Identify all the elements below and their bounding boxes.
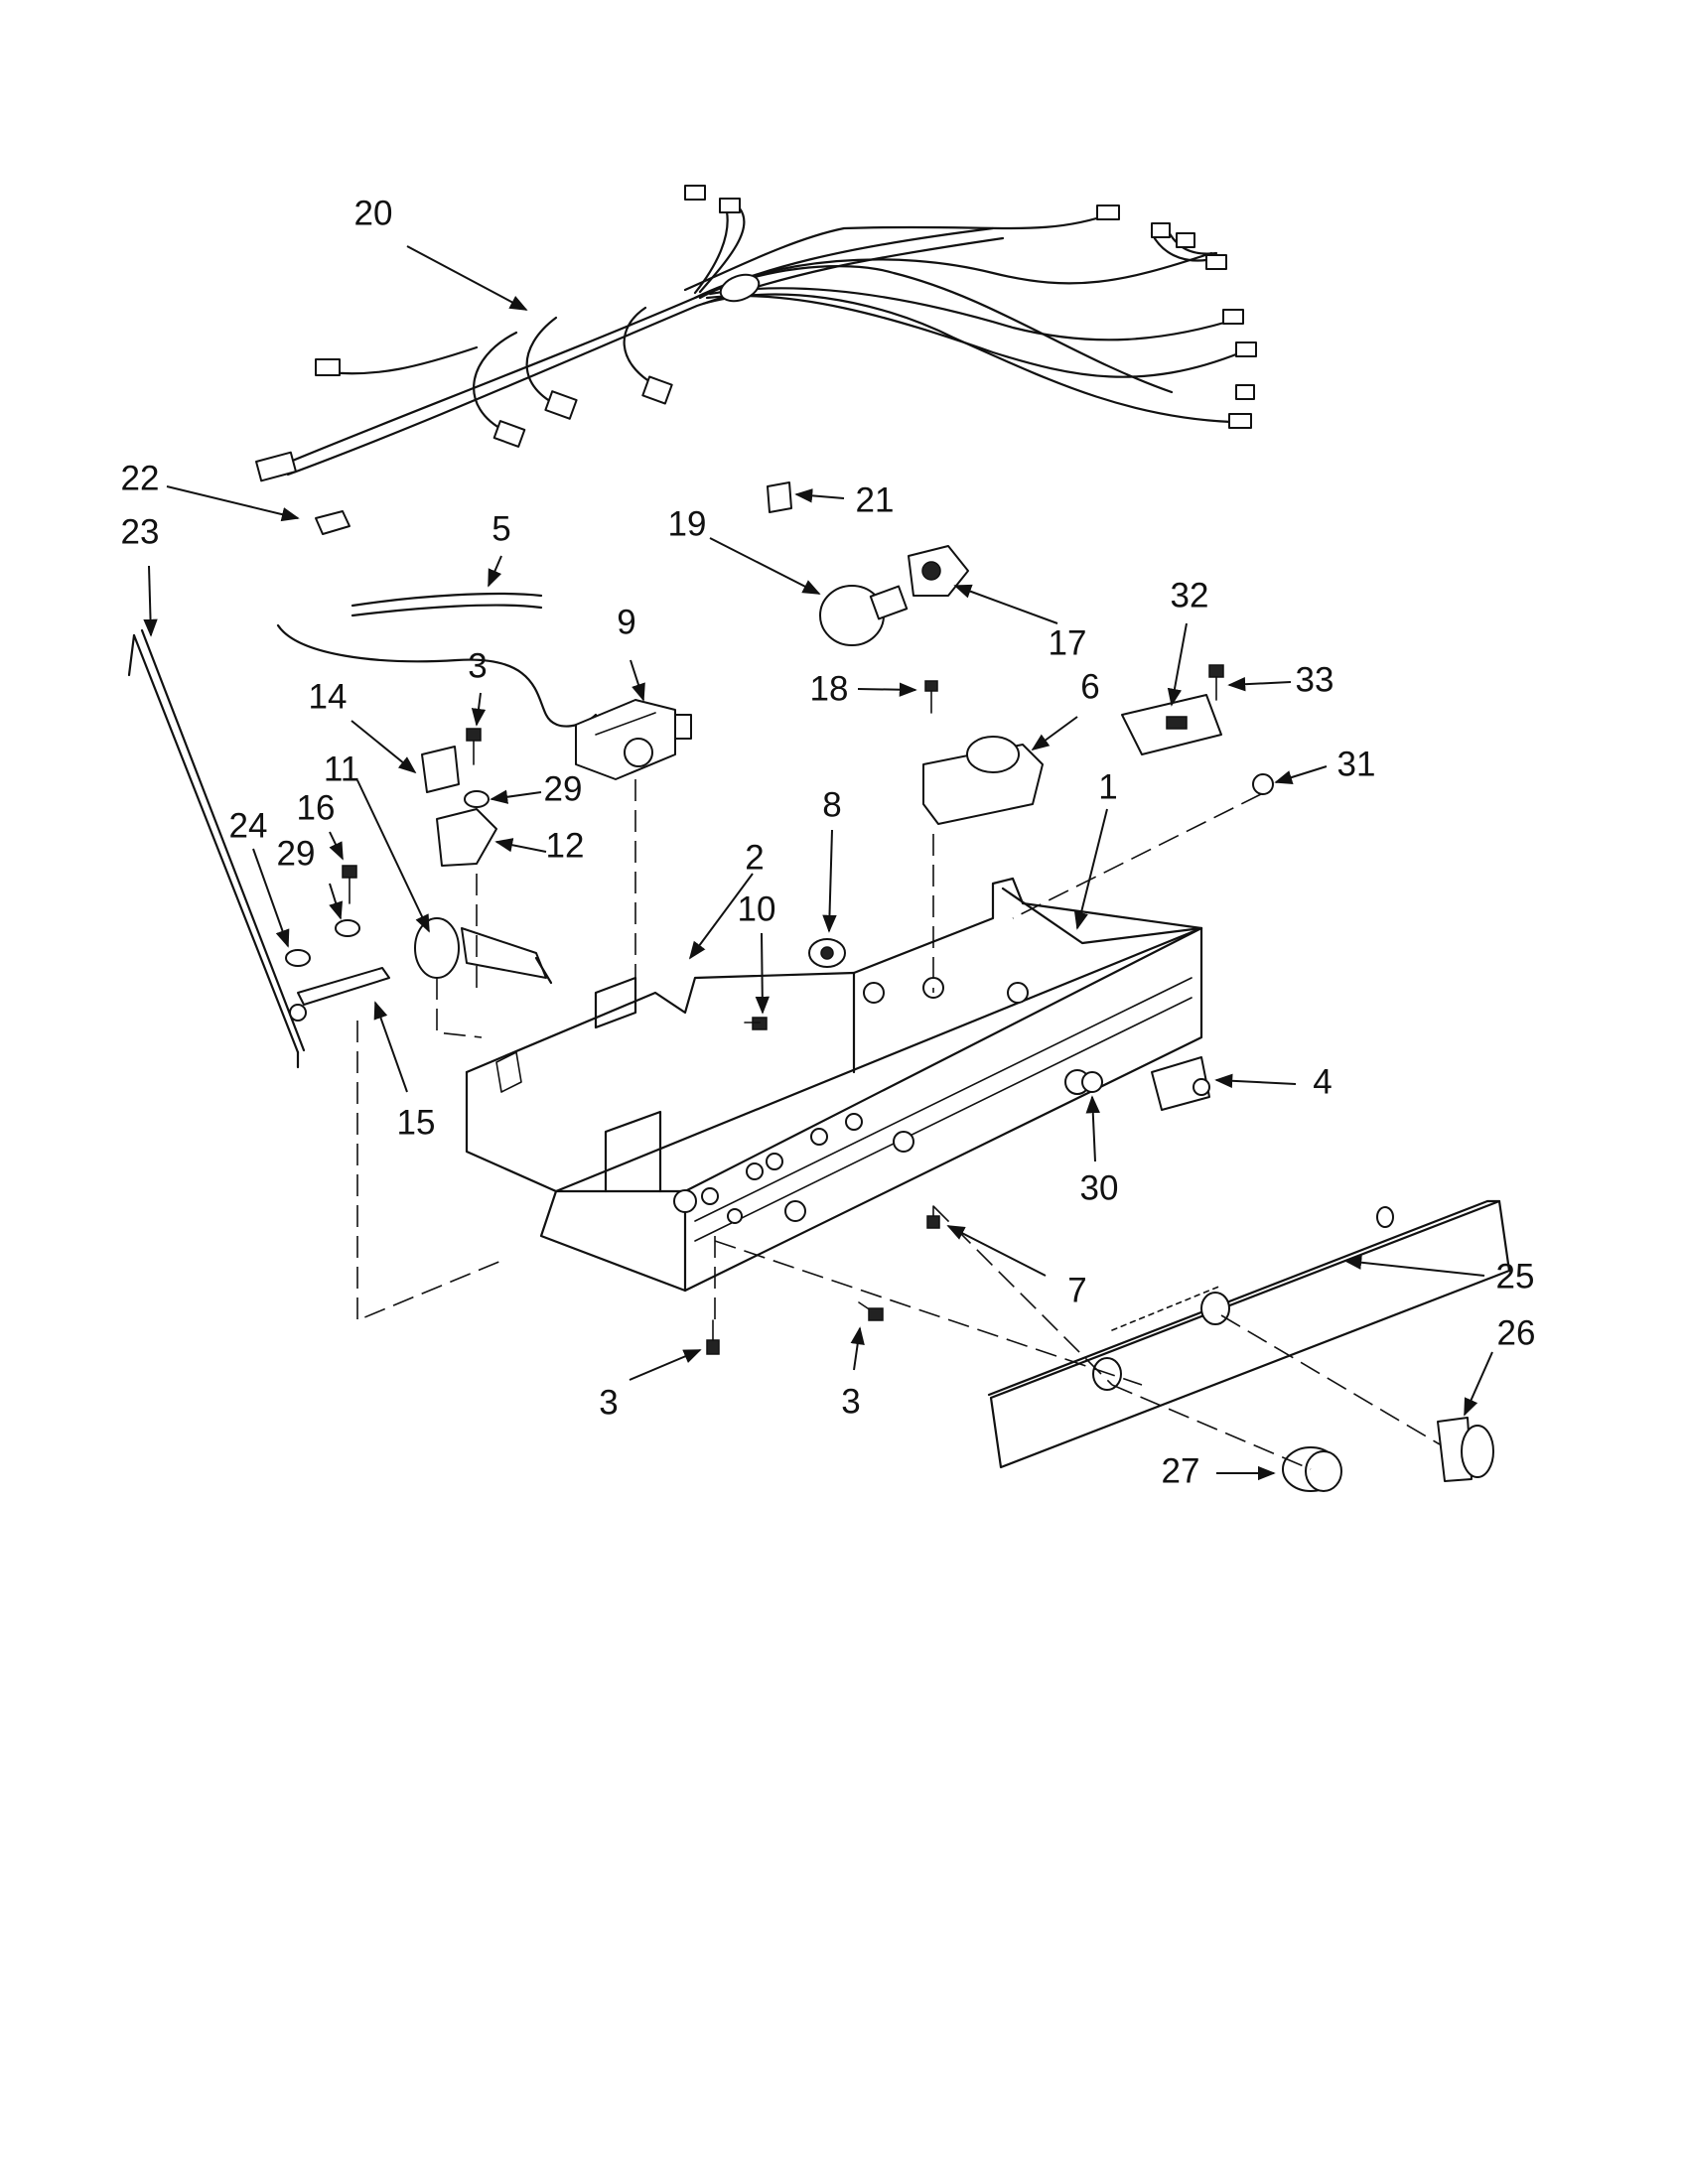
clip-31: [1252, 773, 1274, 795]
grommet-8: [808, 938, 846, 968]
callout-22: 22: [121, 460, 160, 498]
washer-29-top: [464, 790, 490, 808]
assembly-lines: [356, 779, 1441, 1470]
callout-11: 11: [324, 751, 359, 789]
screw-33: [1208, 664, 1224, 701]
callout-3-top: 3: [468, 647, 487, 686]
callout-15: 15: [397, 1104, 436, 1143]
callout-25: 25: [1496, 1258, 1535, 1297]
callout-10: 10: [738, 890, 776, 929]
bracket-12: [436, 808, 497, 867]
knob-26: [1437, 1417, 1494, 1482]
washer-29-left: [335, 919, 360, 937]
callout-6: 6: [1080, 668, 1099, 707]
callout-16: 16: [297, 789, 336, 828]
callout-14: 14: [309, 678, 348, 717]
link-15: [289, 967, 390, 1022]
callout-30: 30: [1080, 1169, 1119, 1208]
thermostat-9: [575, 699, 692, 780]
control-shaft-11: [414, 917, 553, 985]
callout-2: 2: [745, 839, 764, 878]
screw-16: [342, 865, 357, 904]
retainer-21: [767, 481, 792, 513]
callout-20: 20: [354, 195, 393, 233]
callout-17: 17: [1049, 624, 1087, 663]
callout-24: 24: [229, 807, 268, 846]
callout-8: 8: [822, 786, 841, 825]
knob-27: [1282, 1446, 1342, 1492]
callout-1: 1: [1098, 768, 1117, 807]
switch-32: [1121, 694, 1222, 755]
callout-labels: 20 22 21 19 23 5 17 3 9 14 18 6 32 33 11…: [121, 195, 1536, 1491]
screw-3-left: [706, 1319, 720, 1355]
screw-7: [926, 1205, 940, 1229]
callout-32: 32: [1171, 577, 1209, 615]
callout-27: 27: [1162, 1452, 1200, 1491]
callout-33: 33: [1296, 661, 1334, 700]
washer-24: [285, 949, 311, 967]
callout-21: 21: [856, 481, 895, 520]
callout-19: 19: [668, 505, 707, 544]
control-housing-1: [539, 877, 1203, 1293]
callout-7: 7: [1067, 1272, 1086, 1310]
button-30: [1081, 1071, 1103, 1093]
callout-3-left: 3: [599, 1384, 618, 1423]
sensor-14: [421, 746, 460, 793]
switch-4: [1151, 1056, 1210, 1111]
callout-29-top: 29: [544, 770, 583, 809]
screw-3-right: [858, 1301, 884, 1321]
leader-lines: [143, 245, 1493, 1481]
screw-3-top: [466, 728, 482, 765]
rod-23: [127, 628, 306, 1069]
clip-22: [315, 510, 351, 535]
callout-3-right: 3: [841, 1383, 860, 1422]
light-bulb-19: [819, 585, 909, 646]
screw-10: [744, 1017, 768, 1030]
callout-12: 12: [546, 827, 585, 866]
capillary-tube-5: [276, 592, 598, 728]
callout-31: 31: [1337, 746, 1376, 784]
defrost-timer-6: [922, 736, 1044, 825]
callout-5: 5: [491, 510, 510, 549]
callout-9: 9: [617, 604, 635, 642]
screw-18: [924, 680, 938, 714]
control-panel-25: [987, 1199, 1511, 1469]
socket-17: [908, 545, 969, 597]
callout-29-left: 29: [277, 835, 316, 874]
wire-harness: [255, 185, 1257, 482]
callout-23: 23: [121, 513, 160, 552]
callout-26: 26: [1497, 1314, 1536, 1353]
callout-18: 18: [810, 670, 849, 709]
callout-4: 4: [1313, 1063, 1332, 1102]
